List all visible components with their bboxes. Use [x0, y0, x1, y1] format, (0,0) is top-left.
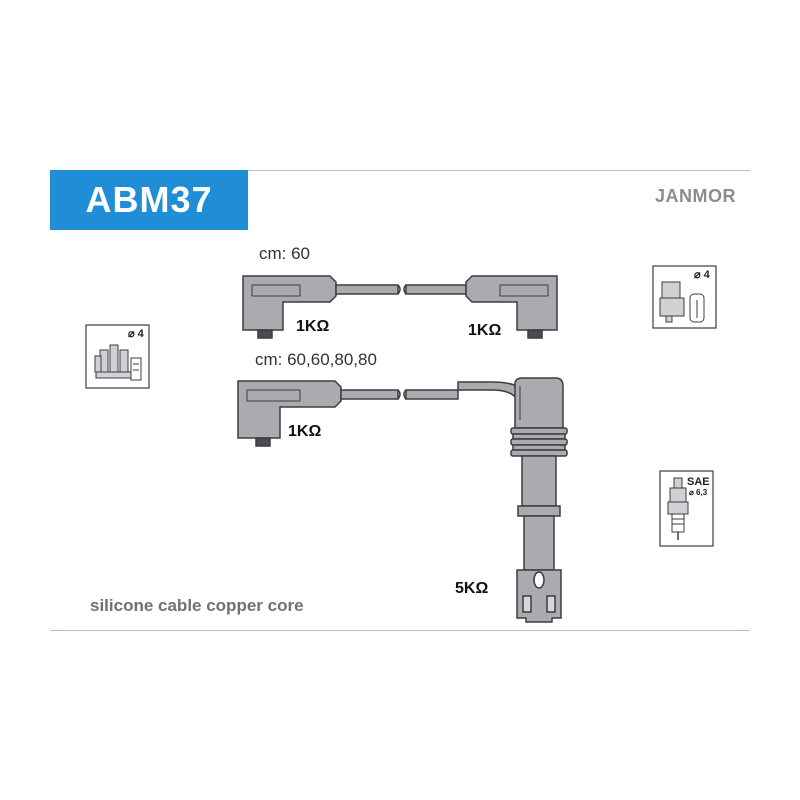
footer-rule: [50, 630, 750, 631]
top-right-boot: [465, 275, 558, 331]
part-code-badge: ABM37: [50, 170, 248, 230]
top-wire-right: [405, 284, 467, 295]
bottom-cable: [237, 377, 568, 623]
bottom-cable-length: cm: 60,60,80,80: [255, 350, 377, 369]
distributor-cap-icon: [85, 324, 150, 389]
spark-plug-diameter-label: ⌀ 6,3: [689, 488, 708, 497]
top-cable-resistance-left: 1KΩ: [296, 318, 330, 335]
coil-diameter-label: ⌀ 4: [694, 269, 710, 281]
top-cable-length: cm: 60: [259, 244, 311, 263]
spark-plug-icon: [659, 470, 714, 547]
bottom-cable-resistance-left: 1KΩ: [288, 423, 322, 440]
header-rule: [248, 170, 750, 171]
top-wire-left: [335, 284, 399, 295]
bottom-left-boot: [237, 380, 342, 439]
top-right-terminal: [527, 329, 543, 339]
distributor-diameter-label: ⌀ 4: [128, 328, 144, 340]
bottom-cable-resistance-right: 5KΩ: [455, 580, 489, 597]
ignition-coil-icon: [652, 265, 717, 329]
top-left-boot: [242, 275, 337, 331]
part-code: ABM37: [85, 179, 213, 220]
top-cable-resistance-right: 1KΩ: [468, 322, 502, 339]
bottom-left-terminal: [255, 437, 271, 447]
top-cable: [242, 275, 558, 339]
top-left-terminal: [257, 329, 273, 339]
bottom-wire-right: [405, 389, 459, 400]
bottom-right-boot-top: [514, 377, 564, 429]
bottom-wire-left: [340, 389, 399, 400]
brand-name: JANMOR: [654, 186, 736, 206]
spark-plug-standard-label: SAE: [687, 476, 710, 488]
bottom-right-boot-shaft: [521, 455, 557, 507]
footer-note: silicone cable copper core: [90, 596, 304, 615]
